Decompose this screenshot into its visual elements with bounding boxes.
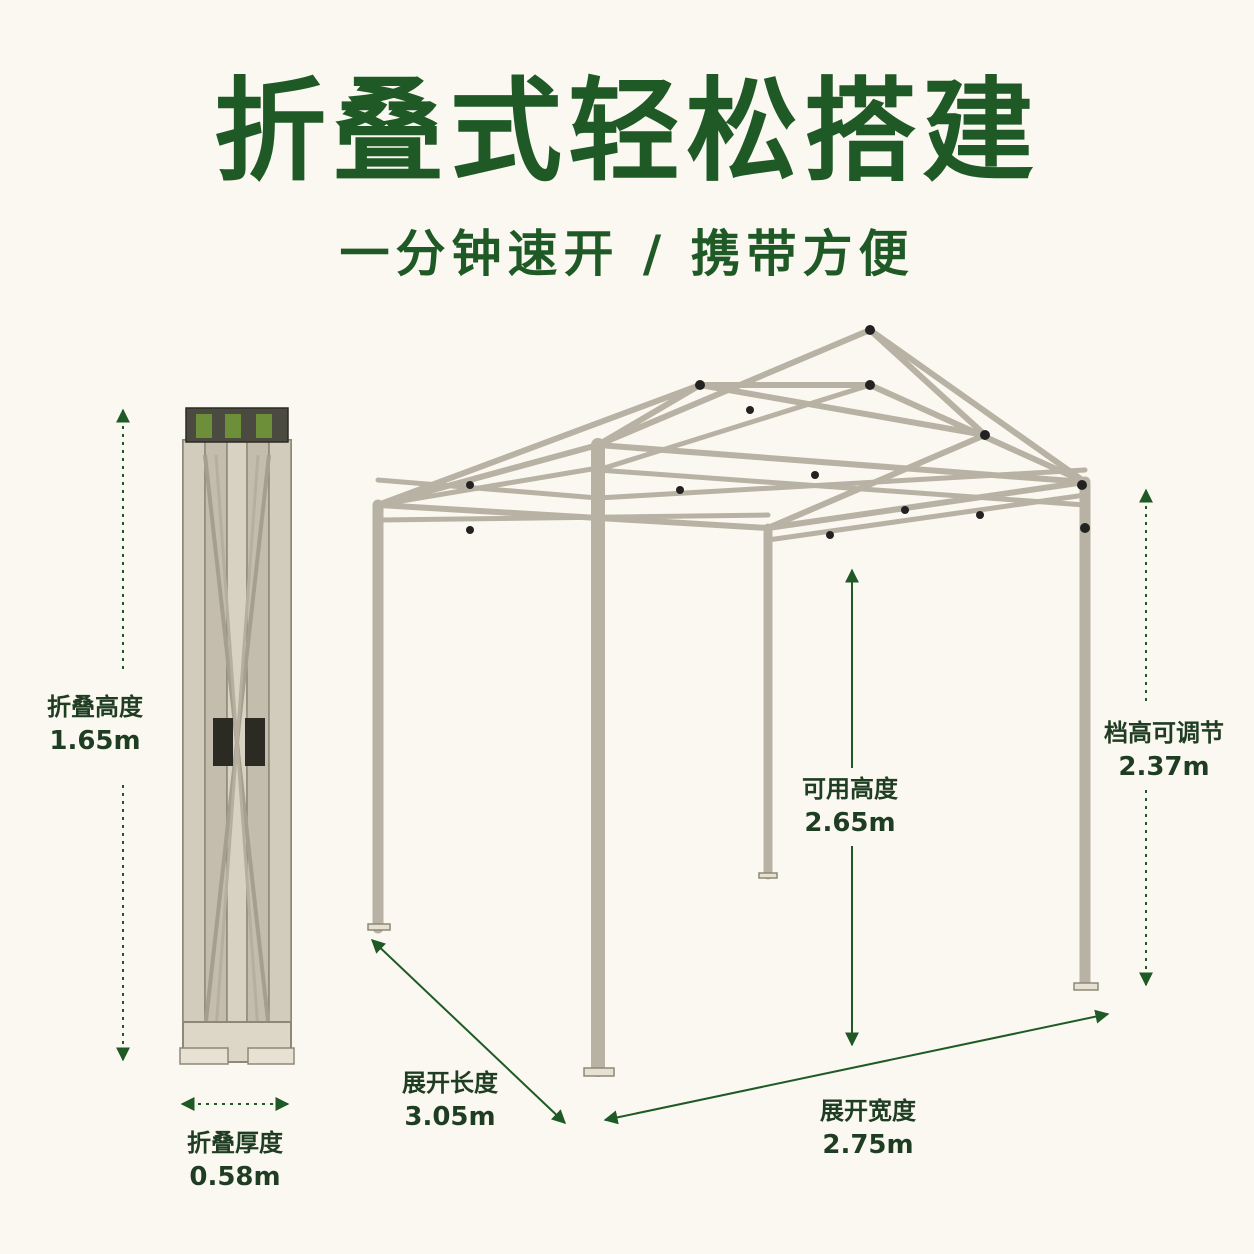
folded-thickness-label: 折叠厚度 0.58m [165,1126,305,1194]
open-width-label: 展开宽度 2.75m [798,1094,938,1162]
folded-height-name: 折叠高度 [47,693,143,721]
adjustable-height-value: 2.37m [1118,752,1210,782]
folded-height-label: 折叠高度 1.65m [30,690,160,758]
open-width-name: 展开宽度 [820,1097,916,1125]
adjustable-height-label: 档高可调节 2.37m [1094,716,1234,784]
feet [367,872,1099,1077]
folded-frame [179,407,295,1065]
open-length-value: 3.05m [404,1102,496,1132]
dimension-lines [116,408,1153,1125]
frame-joints [466,325,1090,539]
page-subtitle: 一分钟速开 / 携带方便 [339,225,915,283]
folded-height-value: 1.65m [49,726,141,756]
open-length-label: 展开长度 3.05m [380,1066,520,1134]
open-length-name: 展开长度 [402,1069,498,1097]
usable-height-name: 可用高度 [802,775,898,803]
folded-thickness-name: 折叠厚度 [187,1129,283,1157]
usable-height-label: 可用高度 2.65m [780,772,920,840]
page-title: 折叠式轻松搭建 [214,67,1040,197]
usable-height-value: 2.65m [804,808,896,838]
open-frame [372,327,1091,1077]
folded-thickness-value: 0.58m [189,1162,281,1192]
adjustable-height-name: 档高可调节 [1104,719,1224,747]
open-width-value: 2.75m [822,1130,914,1160]
